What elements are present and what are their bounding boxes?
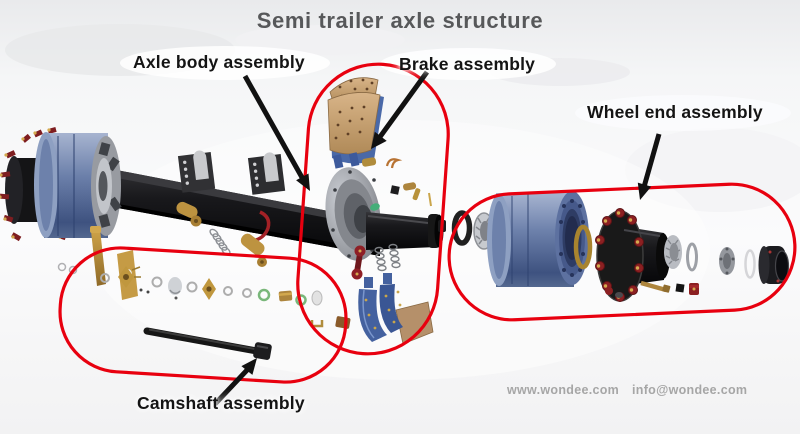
- wheel-end-arrow: [637, 133, 662, 200]
- cotter-pin-brass: [640, 280, 671, 293]
- spline-piece: [118, 266, 141, 288]
- brake-shoe-bottom: [358, 273, 434, 345]
- anchor-roller: [361, 157, 377, 167]
- wheel-end-brake-drum: [487, 191, 589, 287]
- brake-arrow: [371, 70, 430, 149]
- hub-cap: [758, 246, 790, 284]
- flat-washer: [311, 290, 323, 306]
- left-brake-drum: [34, 132, 122, 238]
- wheel-end-render: [451, 191, 790, 302]
- axle-nut-red: [689, 283, 699, 295]
- camshaft-bracket-brass: [90, 226, 106, 286]
- washers-row: [100, 273, 252, 298]
- camshaft-render: [100, 266, 351, 360]
- axle-spindle: [366, 212, 444, 250]
- watermark-email: info@wondee.com: [632, 383, 748, 397]
- brake-assembly-outline: [296, 62, 450, 356]
- camshaft-assembly-outline: [58, 246, 348, 384]
- camshaft-arrow: [213, 358, 257, 406]
- label-wheel-end-assembly: Wheel end assembly: [587, 102, 763, 122]
- label-camshaft-assembly: Camshaft assembly: [137, 393, 305, 413]
- roller-clip: [385, 158, 403, 169]
- camshaft-rod: [143, 327, 272, 360]
- coil-spring: [209, 228, 231, 256]
- stud-nut-red: [605, 287, 613, 295]
- page-title: Semi trailer axle structure: [256, 8, 544, 33]
- lock-washer: [719, 247, 735, 275]
- outer-bearing: [664, 235, 682, 269]
- spacer-ring: [686, 242, 698, 272]
- brass-clip: [310, 320, 324, 328]
- brass-barrel: [278, 290, 293, 302]
- brake-shoe-top: [327, 92, 384, 169]
- watermark-website: www.wondee.com: [507, 383, 620, 397]
- slack-adjuster: [176, 201, 202, 227]
- brass-seal-ring: [573, 224, 593, 270]
- red-release-hook: [255, 210, 271, 242]
- silver-washer-stack: [168, 277, 182, 300]
- label-axle-body-assembly: Axle body assembly: [133, 52, 305, 72]
- spline-piece: [202, 278, 216, 300]
- square-nut: [675, 283, 685, 293]
- wheel-end-assembly-outline: [447, 182, 797, 322]
- small-washer: [68, 265, 78, 275]
- suspension-bracket: [177, 150, 216, 193]
- brake-spider-flange: [325, 167, 381, 261]
- brake-assembly-render: [327, 77, 446, 345]
- dark-washer: [615, 292, 623, 298]
- axle-body-render: [0, 127, 444, 300]
- axle-body-arrow: [242, 74, 310, 191]
- brake-lining-top: [329, 77, 379, 106]
- label-brake-assembly: Brake assembly: [399, 54, 536, 74]
- suspension-bracket: [247, 152, 286, 195]
- gasket-oring: [744, 249, 756, 279]
- small-washer: [57, 262, 67, 272]
- cam-roller-red: [351, 245, 366, 280]
- slack-adjuster: [240, 233, 267, 267]
- return-springs: [374, 243, 401, 272]
